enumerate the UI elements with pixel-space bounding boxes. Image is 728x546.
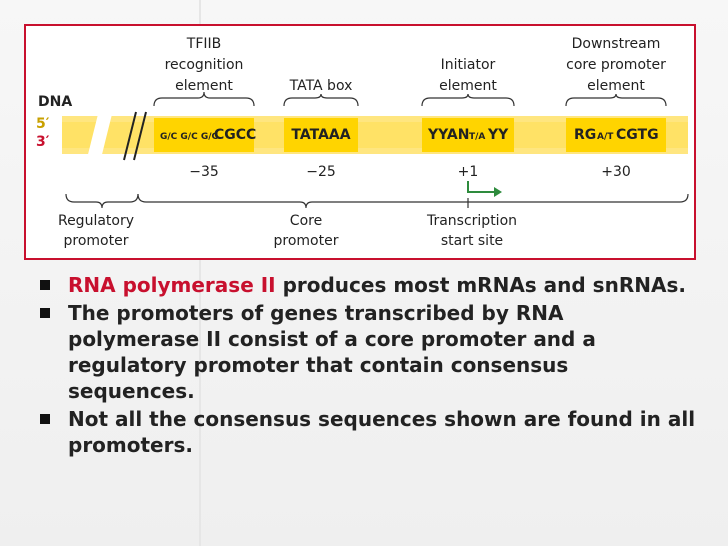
seq-downstream-frac: A/T [597, 132, 614, 142]
position-plus-30: +30 [601, 164, 631, 180]
brace-core [137, 193, 689, 209]
highlight-tata [284, 118, 358, 152]
bullet-list: RNA polymerase II produces most mRNAs an… [40, 272, 700, 460]
position-minus-35: −35 [189, 164, 219, 180]
label-tfiib-line1: TFIIB [186, 36, 221, 52]
dna-break-gap [86, 110, 114, 160]
seq-tata: TATAAA [291, 127, 350, 143]
label-regulatory-line2: promoter [64, 233, 129, 249]
bullet-text: The promoters of genes transcribed by RN… [68, 301, 596, 403]
label-initiator-line1: Initiator [441, 57, 496, 73]
highlight-initiator [422, 118, 514, 152]
tss-arrow-head [494, 187, 502, 197]
label-tss-line1: Transcription [426, 213, 517, 229]
promoter-diagram-svg: TFIIB recognition element TATA box Initi… [36, 36, 689, 249]
bullet-item: RNA polymerase II produces most mRNAs an… [40, 272, 700, 298]
label-tfiib-line3: element [175, 78, 233, 94]
strand-3-label: 3′ [36, 134, 50, 150]
bullet-item: The promoters of genes transcribed by RN… [40, 300, 700, 404]
seq-tfiib-prefix: G/C G/C G/C [160, 132, 218, 142]
bullet-highlight: RNA polymerase II [68, 273, 276, 297]
label-initiator-line2: element [439, 78, 497, 94]
label-tss-line2: start site [441, 233, 503, 249]
label-downstream-line3: element [587, 78, 645, 94]
dna-break-line-right [133, 111, 147, 161]
label-regulatory-line1: Regulatory [58, 213, 134, 229]
position-minus-25: −25 [306, 164, 336, 180]
dna-break-line-left [123, 111, 137, 161]
brace-downstream [565, 93, 667, 107]
seq-initiator-frac: T/A [469, 132, 485, 142]
strand-5-label: 5′ [36, 116, 50, 132]
brace-regulatory [65, 193, 139, 209]
seq-initiator-b: YY [487, 127, 509, 143]
highlight-downstream [566, 118, 666, 152]
bullet-text: produces most mRNAs and snRNAs. [275, 273, 686, 297]
label-tfiib-line2: recognition [165, 57, 244, 73]
position-plus-1: +1 [458, 164, 479, 180]
label-tata-box: TATA box [289, 78, 353, 94]
label-downstream-line2: core promoter [566, 57, 666, 73]
brace-tata [283, 93, 359, 107]
square-bullet-icon [40, 308, 50, 318]
label-core-line1: Core [290, 213, 322, 229]
bullet-item: Not all the consensus sequences shown ar… [40, 406, 700, 458]
tss-arrow-line [467, 181, 494, 193]
label-downstream-line1: Downstream [572, 36, 661, 52]
label-core-line2: promoter [274, 233, 339, 249]
seq-downstream-a: RG [574, 127, 596, 143]
seq-tfiib-main: CGCC [214, 127, 256, 143]
bullet-text: Not all the consensus sequences shown ar… [68, 407, 696, 457]
seq-initiator-a: YYAN [427, 127, 470, 143]
seq-downstream-b: CGTG [616, 127, 659, 143]
brace-initiator [421, 93, 515, 107]
promoter-diagram: TFIIB recognition element TATA box Initi… [24, 24, 696, 260]
dna-label: DNA [38, 94, 72, 110]
highlight-tfiib [154, 118, 254, 152]
brace-tfiib [153, 91, 255, 107]
square-bullet-icon [40, 414, 50, 424]
square-bullet-icon [40, 280, 50, 290]
